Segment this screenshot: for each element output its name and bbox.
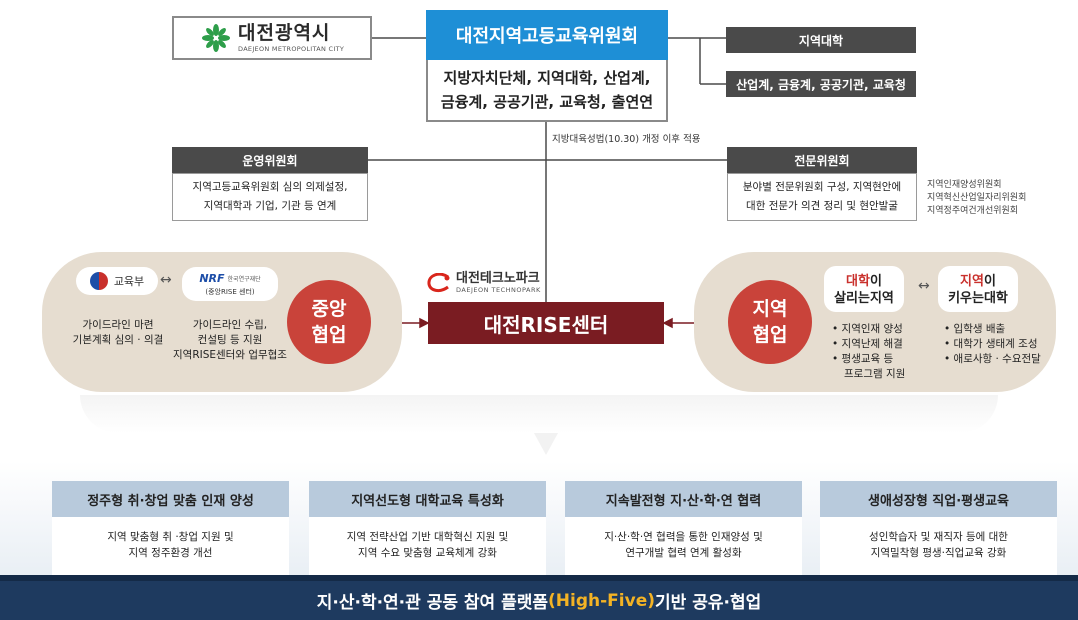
footer-banner: 지·산·학·연·관 공동 참여 플랫폼(High-Five) 기반 공유·협업 (0, 581, 1078, 620)
sub-committee-item: 지역혁신산업일자리위원회 (927, 193, 1027, 203)
daejeon-star-icon (202, 24, 230, 52)
strategy-3-line1: 지·산·학·연 협력을 통한 인재양성 및 (604, 531, 763, 543)
expert-committee-line1: 분야별 전문위원회 구성, 지역현안에 (742, 181, 902, 193)
strategy-3-title: 지속발전형 지·산·학·연 협력 (565, 481, 802, 517)
daejeon-city-logo: 대전광역시 DAEJEON METROPOLITAN CITY (172, 16, 372, 60)
expert-committee-desc: 분야별 전문위원회 구성, 지역현안에 대한 전문가 의견 정리 및 현안발굴 (727, 173, 917, 221)
central-circle-line1: 중앙 (311, 298, 347, 320)
technopark-name: 대전테크노파크 (456, 271, 540, 286)
rise-center-box: 대전RISE센터 (428, 302, 664, 344)
technopark-logo: 대전테크노파크 DAEJEON TECHNOPARK (426, 272, 541, 294)
nrf-desc-line1: 가이드라인 수립, (192, 319, 268, 331)
strategy-2-line1: 지역 전략산업 기반 대학혁신 지원 및 (346, 531, 509, 543)
hq-members-line1: 지방자치단체, 지역대학, 산업계, (443, 69, 651, 87)
hq-members: 지방자치단체, 지역대학, 산업계, 금융계, 공공기관, 교육청, 출연연 (426, 60, 668, 122)
region-university-box: 지역대학 (726, 27, 916, 53)
list-item: 입학생 배출 (944, 322, 1054, 337)
law-note: 지방대육성법(10.30) 개정 이후 적용 (552, 134, 701, 145)
card2-particle: 이 (983, 274, 996, 289)
nrf-description: 가이드라인 수립, 컨설팅 등 지원 지역RISE센터와 업무협조 (168, 318, 292, 363)
strategy-1-line1: 지역 맞춤형 취 ·창업 지원 및 (107, 531, 234, 543)
moe-label: 교육부 (113, 275, 145, 288)
technopark-subtitle: DAEJEON TECHNOPARK (456, 286, 541, 294)
footer-text-pre: 지·산·학·연·관 공동 참여 플랫폼 (316, 593, 549, 613)
card1-line2: 살리는지역 (834, 291, 894, 306)
regional-circle-line1: 지역 (752, 298, 788, 320)
list-item-continuation: 프로그램 지원 (844, 368, 906, 380)
industry-box: 산업계, 금융계, 공공기관, 교육청 (726, 71, 916, 97)
sub-committee-item: 지역정주여건개선위원회 (927, 206, 1019, 216)
logo-name: 대전광역시 (238, 21, 331, 44)
list-item: 애로사항 · 수요전달 (944, 352, 1054, 367)
logo-subtitle: DAEJEON METROPOLITAN CITY (238, 44, 345, 53)
central-collaboration-circle: 중앙 협업 (287, 280, 371, 364)
operating-committee-title: 운영위원회 (172, 147, 368, 173)
nrf-logo: NRF (199, 271, 225, 285)
moe-description: 가이드라인 마련 기본계획 심의 · 의결 (58, 318, 178, 348)
list-item: 평생교육 등 (832, 352, 932, 367)
footer-text-post: 기반 공유·협업 (655, 593, 762, 613)
card1-highlight: 대학 (846, 274, 870, 289)
moe-emblem-icon (89, 272, 108, 290)
nrf-desc-line3: 지역RISE센터와 업무협조 (173, 349, 287, 361)
moe-desc-line2: 기본계획 심의 · 의결 (72, 334, 164, 346)
sub-committee-item: 지역인재양성위원회 (927, 180, 1002, 190)
central-circle-line2: 협업 (311, 324, 347, 346)
regional-circle-line2: 협업 (752, 324, 788, 346)
strategy-2-title: 지역선도형 대학교육 특성화 (309, 481, 546, 517)
middle-shadow-band (80, 395, 998, 433)
operating-committee-line1: 지역고등교육위원회 심의 의제설정, (192, 181, 348, 193)
nrf-desc-line2: 컨설팅 등 지원 (197, 334, 263, 346)
nrf-badge: NRF 한국연구재단 (중앙RISE 센터) (182, 267, 278, 301)
strategy-2-line2: 지역 수요 맞춤형 교육체계 강화 (358, 547, 497, 559)
operating-committee-desc: 지역고등교육위원회 심의 의제설정, 지역대학과 기업, 기관 등 연계 (172, 173, 368, 221)
strategy-3-line2: 연구개발 협력 연계 활성화 (625, 547, 742, 559)
operating-committee-line2: 지역대학과 기업, 기관 등 연계 (203, 200, 337, 212)
university-revives-region-card: 대학이 살리는지역 (824, 266, 904, 312)
strategy-1-line2: 지역 정주환경 개선 (128, 547, 213, 559)
card2-highlight: 지역 (960, 274, 984, 289)
card2-line2: 키우는대학 (948, 291, 1008, 306)
strategy-4-line2: 지역밀착형 평생·직업교육 강화 (870, 547, 1007, 559)
card1-particle: 이 (869, 274, 882, 289)
expert-committee-title: 전문위원회 (727, 147, 917, 173)
expert-committee-line2: 대한 전문가 의견 정리 및 현안발굴 (746, 200, 898, 212)
technopark-swoosh-icon (427, 272, 450, 292)
list-item: 대학가 생태계 조성 (944, 337, 1054, 352)
list-item: 지역인재 양성 (832, 322, 932, 337)
nrf-name: 한국연구재단 (227, 275, 261, 283)
list-item: 지역난제 해결 (832, 337, 932, 352)
regional-collaboration-circle: 지역 협업 (728, 280, 812, 364)
footer-highlight: (High-Five) (548, 590, 656, 611)
moe-desc-line1: 가이드라인 마련 (82, 319, 154, 331)
strategy-1-desc: 지역 맞춤형 취 ·창업 지원 및 지역 정주환경 개선 (52, 517, 289, 579)
strategy-3-desc: 지·산·학·연 협력을 통한 인재양성 및 연구개발 협력 연계 활성화 (565, 517, 802, 579)
bidirectional-arrow-icon: ↔ (160, 272, 172, 288)
region-support-list: 지역인재 양성 지역난제 해결 평생교육 등 프로그램 지원 (832, 322, 932, 382)
hq-members-line2: 금융계, 공공기관, 교육청, 출연연 (440, 93, 654, 111)
strategy-4-title: 생애성장형 직업·평생교육 (820, 481, 1057, 517)
bidirectional-arrow-icon: ↔ (918, 278, 930, 294)
strategy-4-desc: 성인학습자 및 재직자 등에 대한 지역밀착형 평생·직업교육 강화 (820, 517, 1057, 579)
sub-committee-list: 지역인재양성위원회 지역혁신산업일자리위원회 지역정주여건개선위원회 (927, 179, 1026, 218)
ministry-of-education-badge: 교육부 (76, 267, 158, 295)
strategy-2-desc: 지역 전략산업 기반 대학혁신 지원 및 지역 수요 맞춤형 교육체계 강화 (309, 517, 546, 579)
nrf-subtitle: (중앙RISE 센터) (205, 287, 255, 296)
strategy-4-line1: 성인학습자 및 재직자 등에 대한 (869, 531, 1008, 543)
region-grows-university-card: 지역이 키우는대학 (938, 266, 1018, 312)
university-support-list: 입학생 배출 대학가 생태계 조성 애로사항 · 수요전달 (944, 322, 1054, 367)
footer-shadow (0, 575, 1078, 583)
hq-title: 대전지역고등교육위원회 (426, 10, 668, 60)
strategy-1-title: 정주형 취·창업 맞춤 인재 양성 (52, 481, 289, 517)
